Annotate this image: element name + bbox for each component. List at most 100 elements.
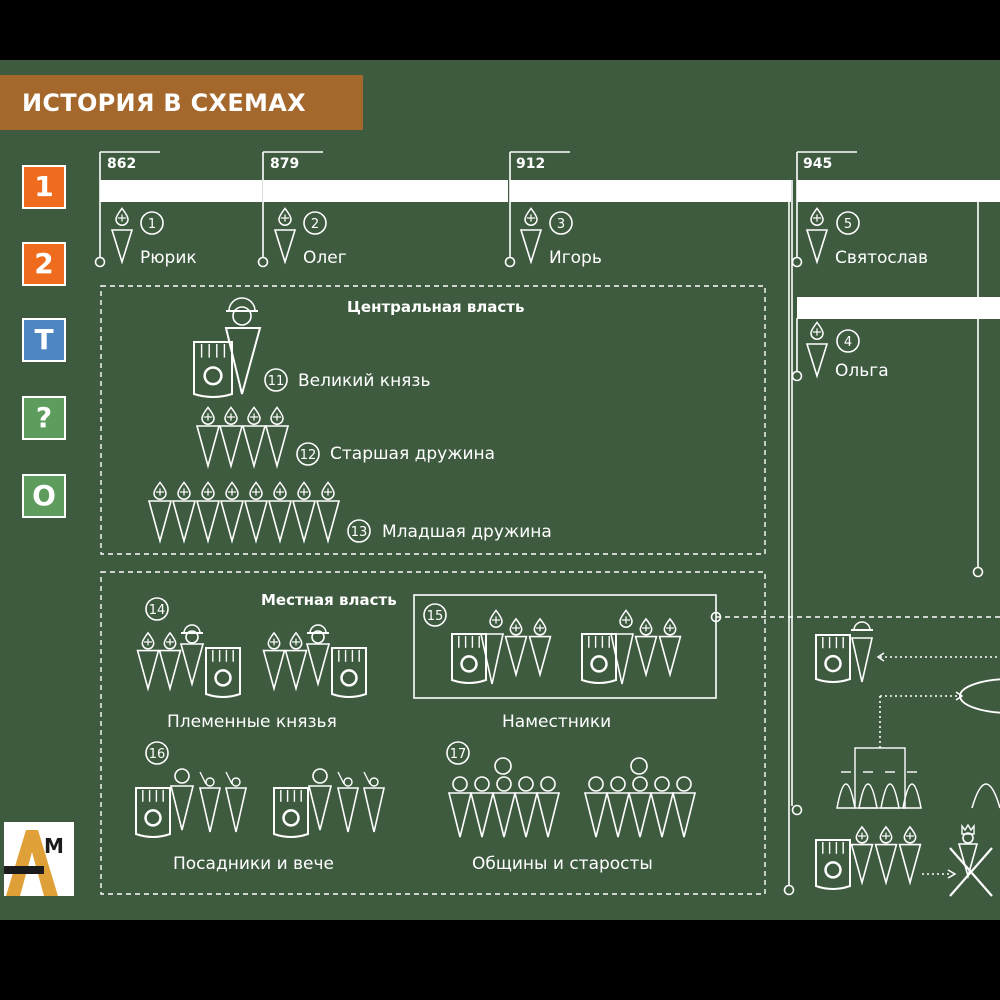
community-member-icon — [605, 792, 631, 838]
arrow-head-icon — [947, 869, 957, 879]
shield-icon — [273, 787, 309, 838]
head-icon — [496, 776, 512, 792]
ruler-name: Игорь — [549, 248, 602, 268]
helmet-icon — [903, 825, 917, 844]
ruler-number — [549, 211, 573, 235]
helmet-icon — [141, 631, 155, 650]
nav-button-question[interactable]: ? — [22, 396, 66, 440]
helmet-icon — [153, 481, 167, 500]
secondary-dot — [783, 884, 795, 896]
elder-head-icon — [494, 757, 512, 775]
governor-icon — [480, 633, 504, 685]
shield-icon — [205, 647, 241, 698]
community-member-icon — [671, 792, 697, 838]
head-icon — [540, 776, 556, 792]
year-label: 945 — [803, 156, 833, 172]
senior-warrior-icon — [241, 425, 267, 470]
ruler-name: Олег — [303, 248, 347, 268]
helmet-icon — [224, 406, 238, 425]
shield-boss-icon — [340, 669, 358, 687]
senior-warrior-icon — [218, 425, 244, 470]
prince-icon — [305, 643, 331, 688]
community-member-icon — [491, 792, 517, 838]
senior-warrior-icon — [264, 425, 290, 470]
citizen-icon — [198, 787, 222, 833]
nav-button-test[interactable]: Т — [22, 318, 66, 362]
head-icon — [518, 776, 534, 792]
number-badge-text: 15 — [427, 609, 444, 624]
logo: М — [4, 822, 74, 896]
helmet-icon — [533, 617, 547, 636]
page-title: ИСТОРИЯ В СХЕМАХ — [22, 89, 306, 117]
helmet-icon — [509, 617, 523, 636]
helmet-icon — [247, 406, 261, 425]
warrior-icon — [158, 649, 182, 692]
nav-button-1[interactable]: 1 — [22, 165, 66, 209]
gathering-ellipse — [959, 678, 1000, 714]
tribute-bag-icon — [902, 783, 922, 809]
tribute-bag-icon — [880, 783, 900, 809]
ruler-icon — [519, 229, 543, 265]
head-icon — [205, 777, 215, 787]
citizen-icon — [336, 787, 360, 833]
year-label: 912 — [516, 156, 546, 172]
arrow-head-icon — [876, 652, 885, 662]
ruler-name: Ольга — [835, 361, 889, 381]
helmet-icon — [201, 481, 215, 500]
local-number — [145, 597, 169, 621]
warrior-icon — [874, 843, 898, 886]
ruler-name: Рюрик — [140, 248, 197, 268]
year-label: 879 — [270, 156, 300, 172]
warrior-icon — [136, 649, 160, 692]
local-label: Общины и старосты — [472, 854, 653, 874]
local-title: Местная власть — [261, 591, 397, 609]
title-bar: ИСТОРИЯ В СХЕМАХ — [0, 75, 363, 130]
community-member-icon — [513, 792, 539, 838]
head-icon — [474, 776, 490, 792]
helmet-icon — [879, 825, 893, 844]
local-box — [100, 571, 766, 895]
hat-icon — [853, 621, 871, 631]
community-member-icon — [447, 792, 473, 838]
shield-icon — [331, 647, 367, 698]
nav-button-answer[interactable]: О — [22, 474, 66, 518]
number-badge-text: 4 — [844, 335, 852, 350]
local-label: Наместники — [502, 712, 612, 732]
nav-button-2[interactable]: 2 — [22, 242, 66, 286]
slain-prince-icon — [957, 843, 979, 879]
head-icon — [369, 777, 379, 787]
local-label: Посадники и вече — [173, 854, 335, 874]
main-dot — [791, 804, 803, 816]
posadnik-icon — [307, 785, 333, 831]
ruler-icon — [805, 229, 829, 265]
helmet-icon — [639, 617, 653, 636]
prince-icon — [179, 643, 205, 688]
governor-icon — [610, 633, 634, 685]
ruler-dot — [791, 256, 803, 268]
staff-icon — [225, 771, 233, 785]
local-label: Племенные князья — [167, 712, 337, 732]
group-frame — [854, 747, 906, 809]
arrow-head-icon — [955, 691, 964, 701]
head-icon — [185, 630, 199, 644]
number-badge-text: 2 — [311, 217, 319, 232]
ruler-icon — [805, 343, 829, 379]
tribute-bag-icon — [836, 783, 856, 809]
ruler-number — [836, 329, 860, 353]
central-number — [296, 442, 320, 466]
warrior-icon — [528, 635, 552, 678]
timeline-bar — [100, 180, 262, 202]
local-number — [145, 741, 169, 765]
logo-text: М — [44, 834, 64, 858]
shield-icon — [815, 634, 851, 683]
central-item-label: Младшая дружина — [382, 522, 552, 542]
shield-icon — [815, 839, 851, 890]
head-icon — [654, 776, 670, 792]
tribute-bag-icon — [971, 783, 1000, 809]
connector-dot — [710, 611, 722, 623]
ruler-number — [140, 211, 164, 235]
head-icon — [232, 306, 252, 326]
helmet-icon — [273, 481, 287, 500]
senior-warrior-icon — [195, 425, 221, 470]
